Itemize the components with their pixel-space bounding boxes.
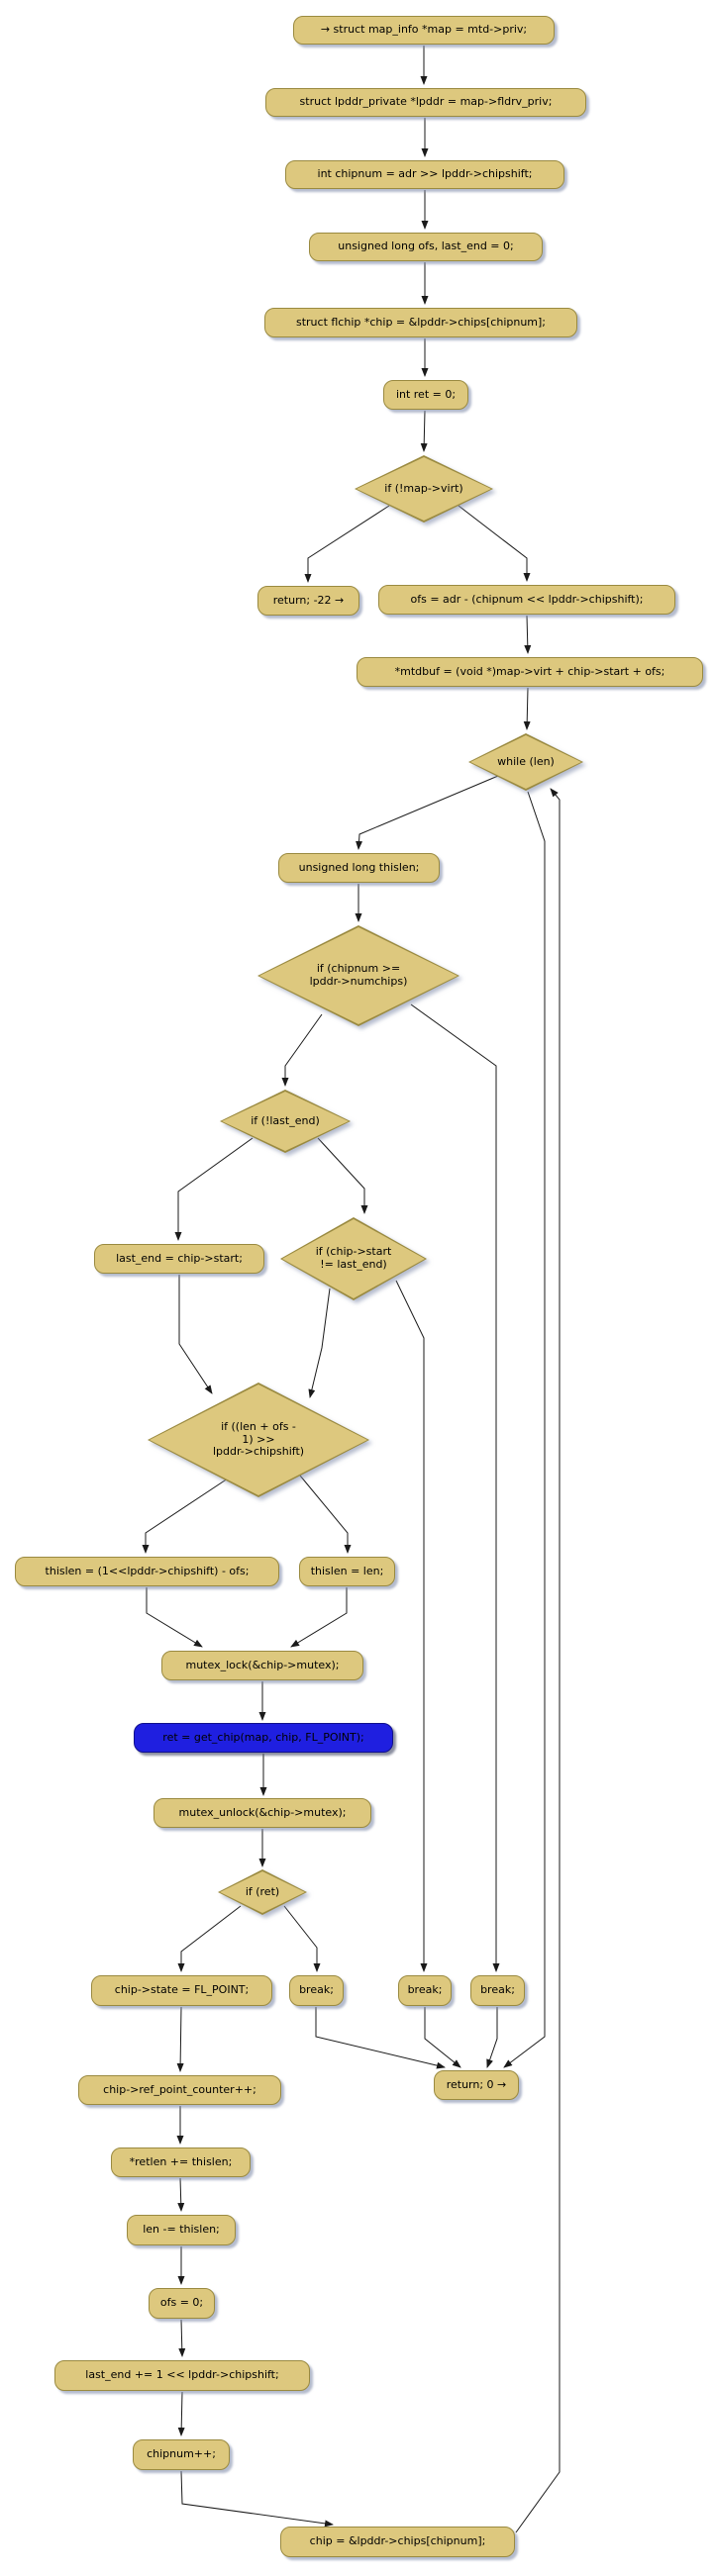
edge-ofscalc-mtdbuf [524, 615, 532, 654]
edge-ifchipstart-false [308, 1288, 331, 1398]
node-lastend-set: last_end = chip->start; [94, 1244, 264, 1274]
node-lastend-inc: last_end += 1 << lpddr->chipshift; [54, 2360, 310, 2391]
edge-ifnumchips-true-break3 [410, 1003, 500, 1972]
decision-while-len: while (len) [468, 733, 583, 791]
node-ofs-calc: ofs = adr - (chipnum << lpddr->chipshift… [378, 585, 675, 615]
node-thislen-decl: unsigned long thislen; [278, 853, 440, 883]
node-return-zero: return; 0 → [434, 2070, 519, 2100]
node-retlen: *retlen += thislen; [111, 2147, 251, 2177]
node-return-neg22: return; -22 → [257, 586, 359, 616]
node-chipnum-init: int chipnum = adr >> lpddr->chipshift; [285, 160, 564, 189]
edge-thislenlen-mutexlock [290, 1587, 348, 1648]
edge-break1-return0 [315, 2007, 446, 2069]
edge-iflenofs-false [299, 1475, 352, 1554]
decision-if-lastend: if (!last_end) [220, 1090, 351, 1153]
node-ret-decl: int ret = 0; [383, 380, 468, 410]
edge-lastendinc-chipnuminc [177, 2391, 185, 2436]
edge-chipnext-while-loop [515, 788, 561, 2533]
edge-ifchipstart-true-break2 [395, 1280, 428, 1972]
node-flchip-decl: struct flchip *chip = &lpddr->chips[chip… [264, 308, 577, 337]
node-break-2: break; [398, 1975, 452, 2006]
node-get-chip-highlighted: ret = get_chip(map, chip, FL_POINT); [134, 1723, 393, 1753]
node-thislen-calc: thislen = (1<<lpddr->chipshift) - ofs; [15, 1557, 279, 1586]
node-break-3: break; [470, 1975, 525, 2006]
node-thislen-len: thislen = len; [299, 1557, 395, 1586]
edge-while-false-return0 [503, 791, 546, 2068]
node-chip-next: chip = &lpddr->chips[chipnum]; [280, 2527, 515, 2557]
node-mutex-lock: mutex_lock(&chip->mutex); [161, 1651, 363, 1680]
edge-retdecl-ifvirt [420, 410, 428, 452]
node-mutex-unlock: mutex_unlock(&chip->mutex); [153, 1798, 371, 1828]
edge-chipnuminc-chipnext [180, 2470, 334, 2528]
edge-iflenofs-true [142, 1478, 229, 1554]
node-len-sub: len -= thislen; [127, 2215, 236, 2245]
edge-ifret-false-chipstate [177, 1905, 242, 1972]
edge-ofszero-lastendinc [178, 2319, 186, 2357]
node-ref-counter: chip->ref_point_counter++; [78, 2075, 281, 2105]
node-mtdbuf: *mtdbuf = (void *)map->virt + chip->star… [357, 657, 703, 687]
node-ofs-zero: ofs = 0; [149, 2288, 215, 2319]
edge-break2-return0 [424, 2007, 461, 2068]
edge-chipstate-refcounter [176, 2006, 184, 2072]
edge-ifvirt-true-return [304, 505, 390, 583]
node-lpddr-private: struct lpddr_private *lpddr = map->fldrv… [265, 88, 586, 117]
decision-if-chipstart: if (chip->start != last_end) [280, 1217, 427, 1300]
node-break-1: break; [289, 1975, 344, 2006]
decision-if-virt: if (!map->virt) [355, 455, 493, 523]
edge-break3-return0 [486, 2007, 498, 2068]
edge-thislencalc-mutexlock [146, 1587, 203, 1648]
node-chipnum-inc: chipnum++; [133, 2439, 230, 2470]
decision-if-numchips: if (chipnum >= lpddr->numchips) [257, 925, 460, 1026]
node-ofs-lastend-decl: unsigned long ofs, last_end = 0; [309, 233, 543, 261]
edge-while-body [356, 775, 499, 850]
edge-ifret-true-break1 [283, 1905, 321, 1972]
edge-retlen-lensub [177, 2177, 185, 2212]
edge-ifnumchips-false [281, 1013, 323, 1087]
node-start: → struct map_info *map = mtd->priv; [293, 16, 555, 45]
edge-iflastend-false [317, 1137, 368, 1214]
edge-lastendset-iflenofs [178, 1275, 213, 1394]
edge-ifvirt-false-ofscalc [458, 505, 531, 582]
edge-mtdbuf-while [523, 687, 531, 730]
decision-if-lenofs: if ((len + ofs - 1) >> lpddr->chipshift) [148, 1383, 369, 1497]
decision-if-ret: if (ret) [218, 1869, 307, 1915]
node-chip-state: chip->state = FL_POINT; [91, 1975, 272, 2006]
edge-iflastend-true [174, 1137, 254, 1241]
